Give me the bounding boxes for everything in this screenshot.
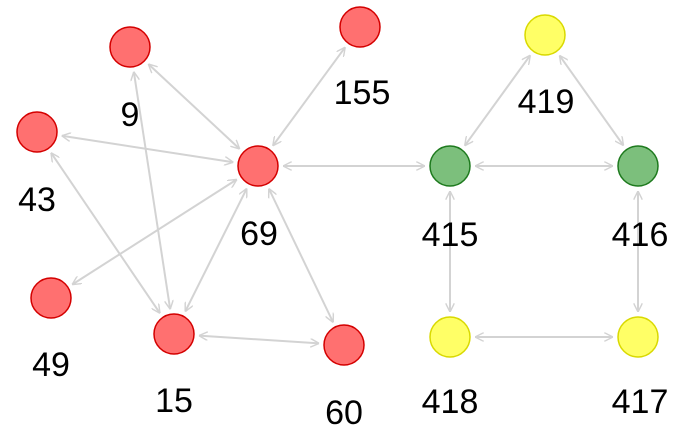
edge-69-155	[273, 47, 345, 146]
nodes: 9 155 43 69 49 15 60 419 415 416 418 417	[16, 6, 669, 430]
node-circle-418[interactable]	[429, 316, 471, 358]
node-circle-415[interactable]	[429, 145, 471, 187]
node-49[interactable]: 49	[30, 277, 72, 384]
edge-415-419	[465, 55, 531, 146]
edge-15-60	[199, 336, 319, 344]
edge-43-15	[51, 153, 160, 314]
node-155[interactable]: 155	[334, 6, 391, 112]
node-label-15: 15	[155, 382, 193, 420]
node-69[interactable]: 69	[237, 145, 279, 253]
edges	[51, 47, 638, 343]
node-43[interactable]: 43	[16, 111, 58, 219]
node-label-9: 9	[121, 96, 140, 134]
node-label-416: 416	[612, 216, 669, 254]
edge-69-60	[267, 189, 335, 323]
node-419[interactable]: 419	[518, 14, 575, 121]
node-15[interactable]: 15	[153, 313, 195, 420]
node-418[interactable]: 418	[422, 316, 479, 421]
node-circle-155[interactable]	[339, 6, 381, 48]
node-label-69: 69	[240, 215, 278, 253]
node-label-60: 60	[325, 394, 363, 430]
node-label-415: 415	[422, 216, 479, 254]
edge-419-416	[560, 55, 624, 145]
node-9[interactable]: 9	[109, 26, 151, 134]
node-circle-416[interactable]	[617, 145, 659, 187]
node-label-155: 155	[334, 74, 391, 112]
node-label-49: 49	[32, 346, 70, 384]
edge-69-49	[72, 179, 237, 284]
node-417[interactable]: 417	[612, 316, 669, 421]
node-circle-69[interactable]	[237, 145, 279, 187]
node-circle-417[interactable]	[617, 316, 659, 358]
node-circle-15[interactable]	[153, 313, 195, 355]
node-416[interactable]: 416	[612, 145, 669, 254]
node-circle-49[interactable]	[30, 277, 72, 319]
node-circle-419[interactable]	[524, 14, 566, 56]
node-circle-9[interactable]	[109, 26, 151, 68]
node-label-418: 418	[422, 383, 479, 421]
node-60[interactable]: 60	[323, 324, 365, 430]
node-label-43: 43	[18, 181, 56, 219]
edge-69-9	[148, 64, 239, 149]
edge-69-15	[184, 188, 248, 311]
node-415[interactable]: 415	[422, 145, 479, 254]
node-label-419: 419	[518, 83, 575, 121]
node-circle-43[interactable]	[16, 111, 58, 153]
node-label-417: 417	[612, 383, 669, 421]
node-circle-60[interactable]	[323, 324, 365, 366]
